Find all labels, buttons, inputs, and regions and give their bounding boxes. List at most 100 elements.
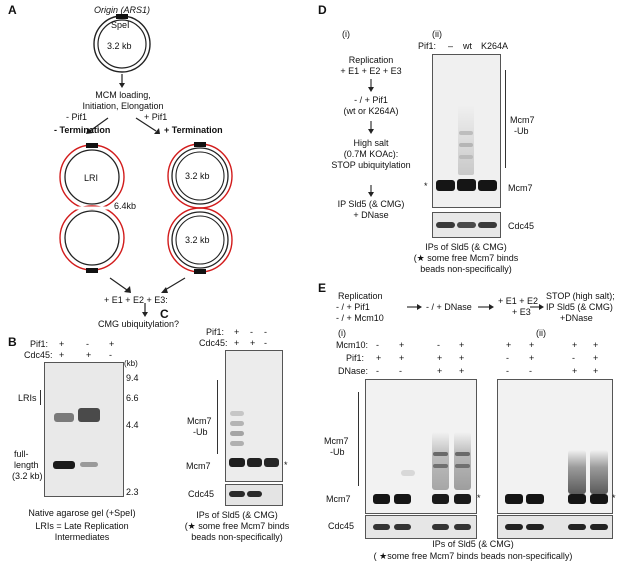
b-kb-label: (kb): [124, 359, 138, 368]
e-header-4a: STOP (high salt);: [546, 291, 615, 301]
d-cdc45-label-row: Cdc45: [508, 221, 535, 231]
panel-label-c: C: [160, 307, 169, 321]
b-pif1-val: -: [86, 339, 89, 349]
b-pif1-val: +: [59, 339, 65, 349]
d-step: + E1 + E2 + E3: [340, 66, 402, 76]
d-caption-1: IPs of Sld5 (& CMG): [425, 242, 507, 252]
d-step: High salt: [353, 138, 389, 148]
e-i-mcm10-val: +: [459, 340, 465, 350]
d-sub-ii: (ii): [432, 29, 442, 39]
e-header-1b: - / + Pif1: [336, 302, 370, 312]
c-mcm7ub-label-2: -Ub: [193, 427, 208, 437]
e-ii-pif1-val: -: [506, 353, 509, 363]
b-full-length-1: full-: [14, 449, 29, 459]
b-marker: 2.3: [126, 487, 139, 497]
e-i-mcm10-val: -: [437, 340, 440, 350]
e-ii-mcm10-val: +: [529, 340, 535, 350]
c-caption-3: beads non-specifically): [191, 532, 283, 542]
e-pif1-label: Pif1:: [346, 353, 365, 363]
d-ub-bracket: [505, 70, 506, 168]
e-i-cdc45-blot: [365, 515, 477, 539]
b-agarose-gel: [44, 362, 124, 497]
e-ii-pif1-val: +: [593, 353, 599, 363]
d-cdc45-blot: [432, 212, 501, 238]
e-i-pif1-val: +: [459, 353, 465, 363]
e-header-1a: Replication: [338, 291, 383, 301]
d-step: Replication: [348, 55, 394, 65]
minus-pif1: - Pif1: [66, 112, 88, 122]
e-mcm7ub-label-2: -Ub: [330, 447, 345, 457]
e-cdc45-label-row: Cdc45: [328, 521, 355, 531]
e-ii-mcm10-val: +: [572, 340, 578, 350]
d-step: IP Sld5 (& CMG): [337, 199, 405, 209]
e-sub-ii: (ii): [536, 328, 546, 338]
e-ii-mcm10-val: +: [593, 340, 599, 350]
e-i-pif1-val: +: [437, 353, 443, 363]
b-lris-label: LRIs: [18, 393, 37, 403]
c-cdc45-blot: [225, 484, 283, 506]
e-mcm7ub-label-1: Mcm7: [324, 436, 349, 446]
e-i-mcm10-val: -: [376, 340, 379, 350]
enzyme-addition: + E1 + E2 + E3:: [104, 295, 168, 305]
e-ii-mcm7-blot: [497, 379, 613, 514]
d-step: (0.7M KOAc):: [343, 149, 399, 159]
b-cdc45-label: Cdc45:: [24, 350, 53, 360]
e-i-dnase-val: +: [459, 366, 465, 376]
e-ii-cdc45-blot: [497, 515, 613, 539]
c-mcm7-blot: [225, 350, 283, 482]
mcm-step-1: MCM loading,: [95, 90, 151, 100]
e-mcm10-label: Mcm10:: [336, 340, 369, 350]
c-ub-bracket: [217, 380, 218, 454]
b-full-length-3: (3.2 kb): [12, 471, 43, 481]
e-header-2: - / + DNase: [426, 302, 472, 312]
mcm-step-2: Initiation, Elongation: [82, 101, 164, 111]
e-ii-dnase-val: +: [572, 366, 578, 376]
e-dnase-label: DNase:: [338, 366, 369, 376]
plasmid-size: 3.2 kb: [107, 41, 132, 51]
e-ii-dnase-val: -: [506, 366, 509, 376]
panel-label-a: A: [8, 3, 17, 17]
c-mcm7-label: Mcm7: [186, 461, 211, 471]
panel-label-e: E: [318, 281, 327, 295]
b-marker: 9.4: [126, 373, 139, 383]
b-pif1-label: Pif1:: [30, 339, 49, 349]
e-ub-bracket: [358, 392, 359, 486]
e-header-1c: - / + Mcm10: [336, 313, 384, 323]
c-caption-2: (★ some free Mcm7 binds: [184, 521, 290, 531]
e-ii-pif1-val: +: [529, 353, 535, 363]
c-pif1-val: -: [250, 327, 253, 337]
plus-pif1: + Pif1: [144, 112, 168, 122]
e-i-dnase-val: -: [399, 366, 402, 376]
c-star: *: [284, 460, 288, 470]
e-sub-i: (i): [338, 328, 346, 338]
e-caption-1: IPs of Sld5 (& CMG): [432, 539, 514, 549]
plus-termination: + Termination: [164, 125, 223, 135]
b-cdc45-val: +: [86, 350, 92, 360]
d-step: (wt or K264A): [343, 106, 399, 116]
product-size-1: 3.2 kb: [185, 171, 210, 181]
b-marker: 4.4: [126, 420, 139, 430]
e-mcm7-label: Mcm7: [326, 494, 351, 504]
c-cdc45-label-row: Cdc45: [188, 489, 215, 499]
cmg-ubiquitylation-question: CMG ubiquitylation?: [98, 319, 180, 329]
d-mcm7ub-label-1: Mcm7: [510, 115, 535, 125]
e-star-ii: *: [612, 493, 616, 503]
d-mcm7-label: Mcm7: [508, 183, 533, 193]
product-size-2: 3.2 kb: [185, 235, 210, 245]
b-pif1-val: +: [109, 339, 115, 349]
c-cdc45-val: -: [264, 338, 267, 348]
c-pif1-val: +: [234, 327, 240, 337]
e-ii-dnase-val: -: [529, 366, 532, 376]
d-caption-3: beads non-specifically): [420, 264, 512, 274]
d-step: + DNase: [353, 210, 389, 220]
e-header-4c: +DNase: [560, 313, 593, 323]
minus-termination: - Termination: [54, 125, 111, 135]
d-mcm7-blot: [432, 54, 501, 208]
c-cdc45-val: +: [234, 338, 240, 348]
d-sub-i: (i): [342, 29, 350, 39]
origin-label: Origin (ARS1): [94, 5, 151, 15]
b-caption-2: LRIs = Late Replication: [35, 521, 129, 531]
e-i-pif1-val: +: [399, 353, 405, 363]
